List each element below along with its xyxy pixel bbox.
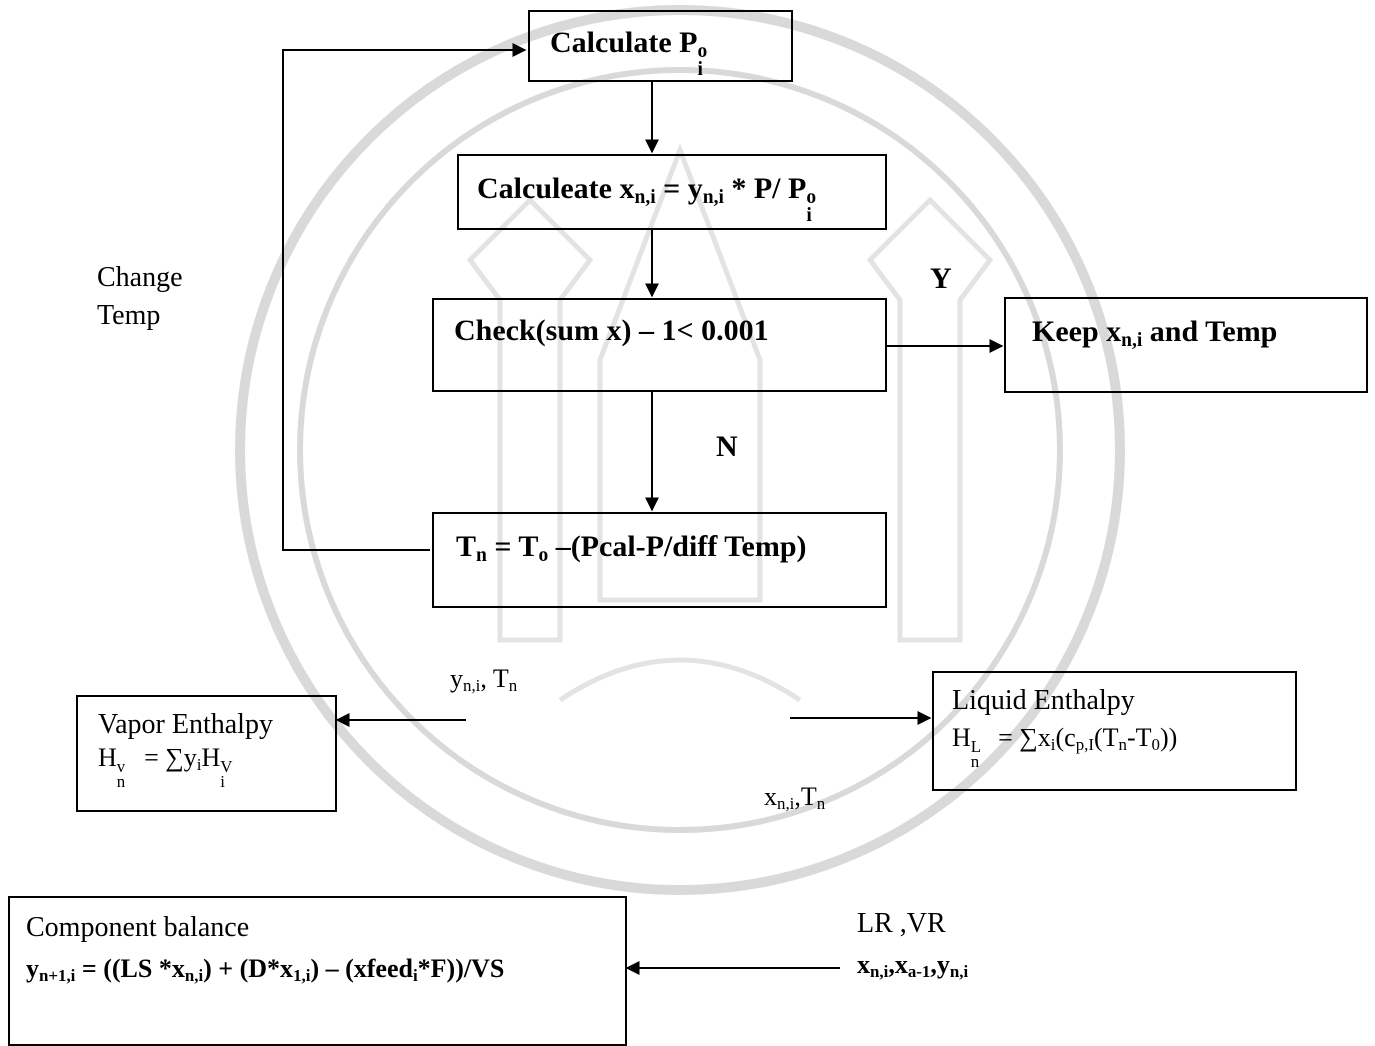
yes-label: Y: [930, 262, 952, 295]
no-label: N: [716, 430, 738, 463]
arrow-loop-change-temp: [282, 43, 527, 551]
liquid-enthalpy-title: Liquid Enthalpy: [952, 685, 1135, 716]
component-balance-formula: yn+1,i = ((LS *xn,i) + (D*x1,i) – (xfeed…: [26, 954, 505, 986]
y-output-label: yn,i, Tn: [450, 664, 518, 696]
change-temp-line1: Change: [97, 262, 183, 293]
keep-box: Keep xn,i and Temp: [1004, 297, 1368, 393]
check-sum-box: Check(sum x) – 1< 0.001: [432, 298, 887, 392]
lr-vr-label: LR ,VR: [857, 908, 946, 939]
tn-update-box: Tn = To –(Pcal-P/diff Temp): [432, 512, 887, 608]
change-temp-line2: Temp: [97, 300, 161, 331]
check-sum-label: Check(sum x) – 1< 0.001: [454, 314, 769, 347]
keep-label: Keep xn,i and Temp: [1032, 315, 1278, 351]
inputs-label: xn,i,xa-1,yn,i: [857, 950, 969, 982]
component-balance-title: Component balance: [26, 912, 250, 943]
tn-update-label: Tn = To –(Pcal-P/diff Temp): [456, 530, 807, 566]
component-balance-box: Component balance yn+1,i = ((LS *xn,i) +…: [8, 896, 627, 1046]
vapor-enthalpy-title: Vapor Enthalpy: [98, 709, 273, 740]
x-output-label: xn,i,Tn: [764, 782, 826, 814]
